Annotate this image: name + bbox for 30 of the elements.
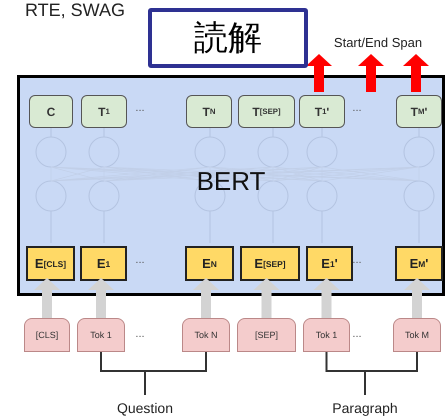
output-token-box: C [29, 95, 73, 128]
arrow [193, 278, 219, 318]
ellipsis: ... [351, 101, 363, 116]
input-token-box: Tok M [393, 318, 441, 352]
arrow [358, 54, 384, 92]
input-token-box: Tok N [182, 318, 230, 352]
ellipsis: ... [351, 327, 363, 342]
model-label: BERT [196, 166, 266, 197]
arrow [404, 278, 430, 318]
group-label: Paragraph [318, 398, 412, 418]
ellipsis: ... [134, 101, 146, 116]
heading-text: RTE, SWAG [24, 0, 126, 20]
ellipsis: ... [134, 253, 146, 268]
input-token-box: [SEP] [237, 318, 296, 352]
input-token-box: Tok 1 [303, 318, 350, 352]
arrow [254, 278, 280, 318]
arrow [306, 54, 332, 92]
input-token-box: [CLS] [24, 318, 70, 352]
arrow [314, 278, 340, 318]
arrow [88, 278, 114, 318]
input-token-box: Tok 1 [77, 318, 125, 352]
arrow [403, 54, 429, 92]
group-label: Question [100, 398, 190, 418]
ellipsis: ... [351, 253, 363, 268]
ellipsis: ... [134, 327, 146, 342]
arrow [34, 278, 60, 318]
output-label: Start/End Span [312, 30, 444, 54]
bracket-line [364, 352, 418, 395]
title-box: 読解 [148, 8, 308, 68]
bracket-line [144, 352, 207, 395]
